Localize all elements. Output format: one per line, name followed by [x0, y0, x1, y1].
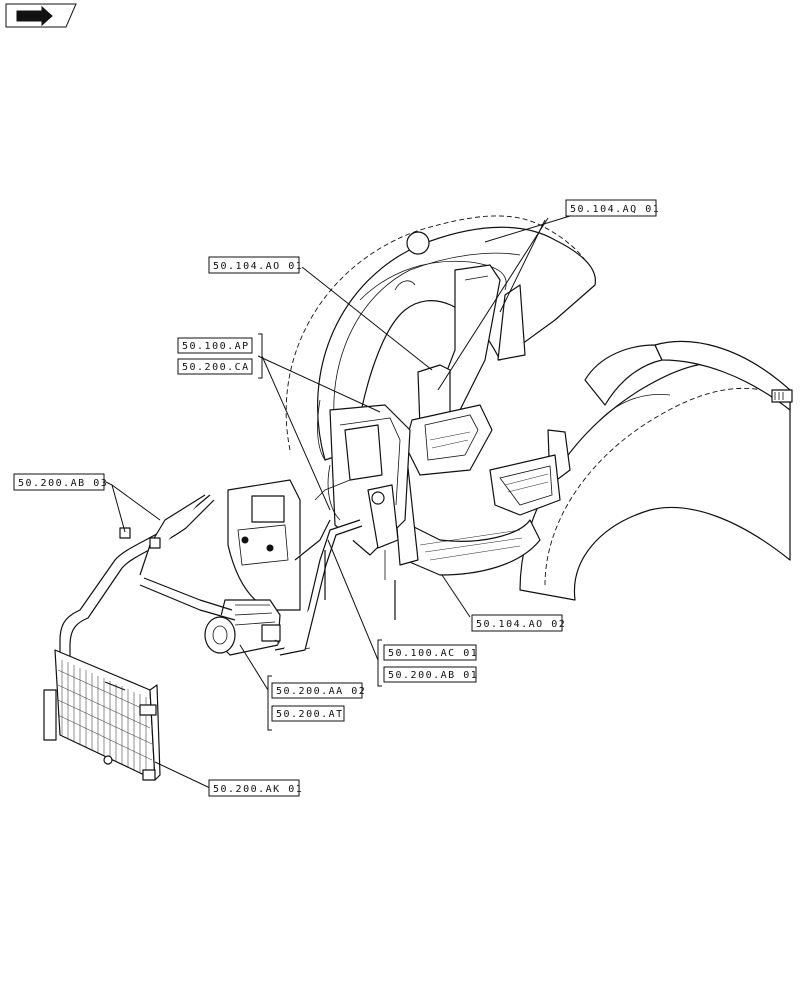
callout-at[interactable]: 50.200.AT [271, 705, 345, 722]
callout-aa02-label: 50.200.AA 02 [276, 686, 366, 697]
callout-ac01-label: 50.100.AC 01 [388, 648, 478, 659]
callout-aq01[interactable]: 50.104.AQ 01 [565, 199, 660, 217]
callout-ap[interactable]: 50.100.AP [177, 333, 263, 379]
callout-aa02[interactable]: 50.200.AA 02 [267, 675, 366, 731]
hvac-unit [327, 404, 411, 580]
compressor [204, 599, 311, 656]
callout-ab01-label: 50.200.AB 01 [388, 670, 478, 681]
refrigerant-hoses [59, 479, 396, 690]
callout-ab01[interactable]: 50.200.AB 01 [383, 666, 478, 683]
callout-ao01-label: 50.104.AO 01 [213, 261, 303, 272]
right-fender [519, 340, 793, 601]
callout-ao02[interactable]: 50.104.AO 02 [471, 614, 566, 632]
callout-aq01-label: 50.104.AQ 01 [570, 204, 660, 215]
callout-ab03-label: 50.200.AB 03 [18, 478, 108, 489]
callout-ca[interactable]: 50.200.CA [177, 358, 253, 375]
forward-arrow-icon[interactable] [5, 3, 77, 28]
callout-ak01[interactable]: 50.200.AK 01 [208, 779, 303, 797]
condenser [43, 649, 161, 781]
callout-ao01[interactable]: 50.104.AO 01 [208, 256, 303, 274]
callout-ab03[interactable]: 50.200.AB 03 [13, 473, 108, 491]
callout-ak01-label: 50.200.AK 01 [213, 784, 303, 795]
callout-ac01[interactable]: 50.100.AC 01 [377, 639, 478, 687]
left-fender [285, 215, 597, 461]
callout-ap-label: 50.100.AP [182, 341, 250, 352]
access-panel [227, 479, 301, 611]
callout-ao02-label: 50.104.AO 02 [476, 619, 566, 630]
callout-at-label: 50.200.AT [276, 709, 344, 720]
callout-ca-label: 50.200.CA [182, 362, 250, 373]
leader-lines [105, 215, 571, 789]
